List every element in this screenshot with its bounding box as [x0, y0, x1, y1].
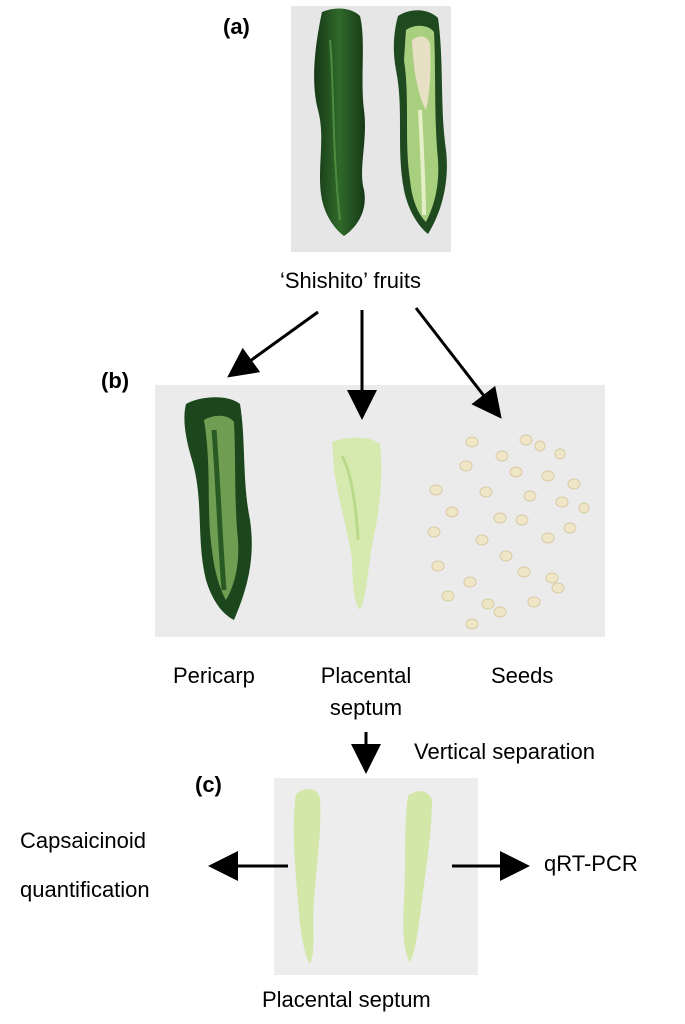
pericarp-photo [184, 397, 252, 620]
label-pericarp: Pericarp [173, 663, 255, 688]
panel-label-a: (a) [223, 14, 250, 39]
seeds-photo [427, 434, 590, 630]
arrow-to-seeds [414, 307, 502, 419]
cut-fruit [393, 10, 447, 234]
whole-fruit [314, 8, 365, 236]
label-placental: Placental [320, 663, 412, 688]
septum-photo [332, 437, 382, 610]
septum-half-right [403, 791, 432, 962]
panel-label-b: (b) [101, 368, 130, 393]
label-vertical-separation: Vertical separation [414, 739, 595, 764]
label-qrt-pcr: qRT-PCR [544, 851, 638, 876]
label-quantification: quantification [20, 877, 150, 902]
label-seeds: Seeds [491, 663, 554, 688]
arrow-to-pericarp [227, 310, 319, 378]
label-septum: septum [329, 695, 403, 720]
septum-half-left [293, 789, 321, 964]
caption-placental-septum: Placental septum [262, 987, 431, 1012]
caption-shishito-fruits: ‘Shishito’ fruits [280, 268, 422, 293]
label-capsaicinoid: Capsaicinoid [20, 828, 146, 853]
panel-label-c: (c) [195, 772, 222, 797]
